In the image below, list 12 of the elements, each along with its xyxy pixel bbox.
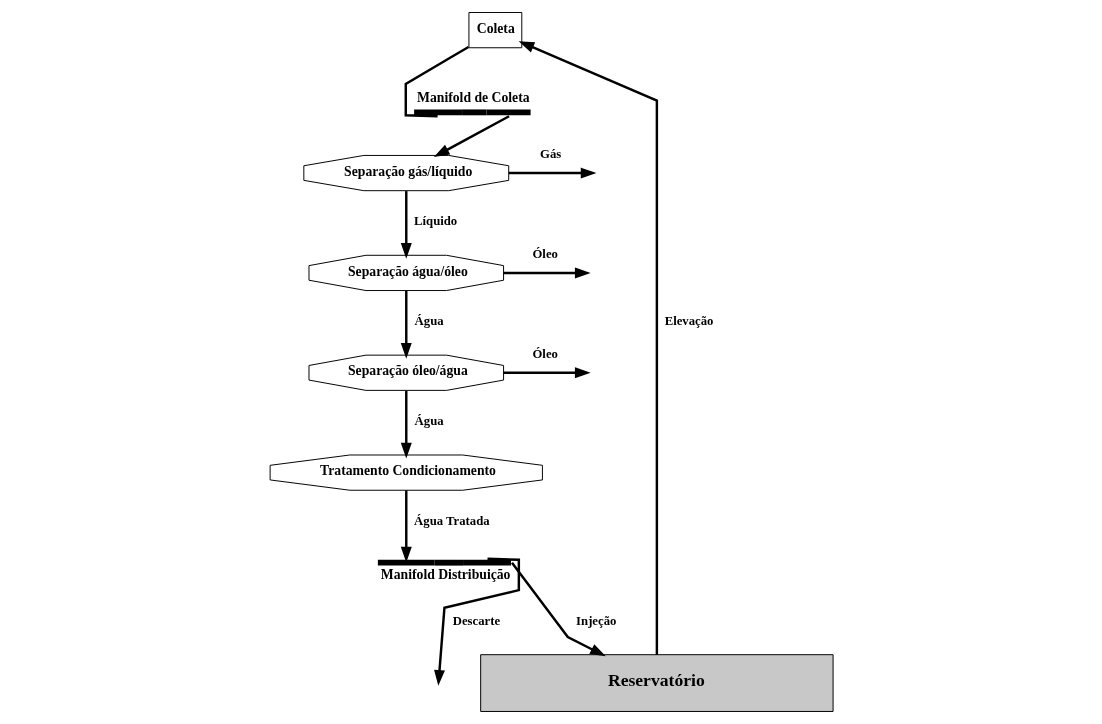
edge-label: Água Tratada [413,513,490,528]
edge-label: Injeção [575,613,616,628]
edge-label: Água [414,314,444,329]
edge-label: Óleo [531,246,558,261]
edge-label: Água [414,414,444,429]
edge-label: Elevação [664,314,713,329]
edge-label: Descarte [452,613,500,628]
edge-label: Gás [539,146,561,161]
node-label: Manifold Distribuição [380,566,510,582]
edge-label: Óleo [531,346,558,361]
edge-label: Líquido [413,214,457,229]
node-label: Manifold de Coleta [416,89,530,105]
